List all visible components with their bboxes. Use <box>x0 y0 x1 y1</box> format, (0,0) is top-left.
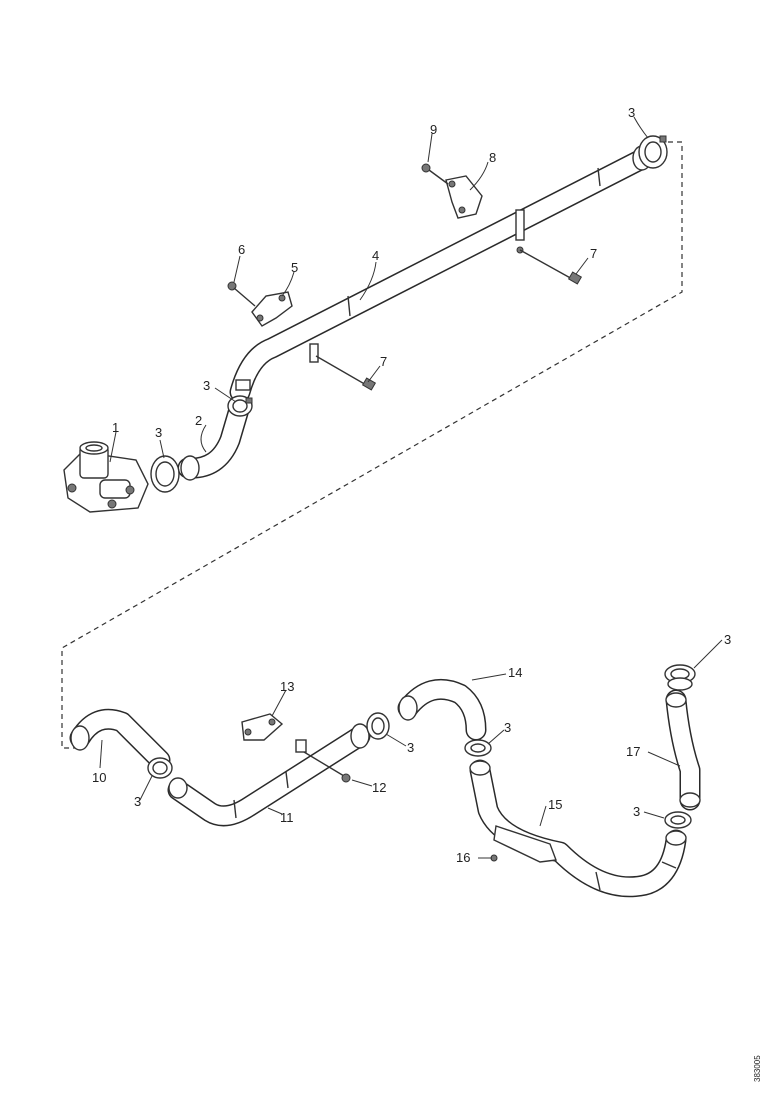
callout-3: 3 <box>407 740 414 755</box>
clip-7 <box>309 343 377 391</box>
hose-clamp <box>150 455 180 493</box>
callout-3: 3 <box>203 378 210 393</box>
callout-7: 7 <box>380 354 387 369</box>
callout-labels: 1 3 2 3 4 5 6 7 7 8 9 3 10 3 11 12 13 3 … <box>92 105 731 865</box>
hose-clamp <box>366 712 390 740</box>
callout-3: 3 <box>155 425 162 440</box>
callout-6: 6 <box>238 242 245 257</box>
leader-lines <box>99 116 723 859</box>
callout-4: 4 <box>372 248 379 263</box>
thermostat-housing <box>63 441 149 513</box>
callout-14: 14 <box>508 665 522 680</box>
pipe-11 <box>167 723 371 827</box>
hose-clamp <box>638 135 668 169</box>
callout-1: 1 <box>112 420 119 435</box>
reference-code: 383005 <box>753 1055 762 1082</box>
clip-7 <box>515 209 583 285</box>
bolt-6 <box>227 281 256 307</box>
callout-3: 3 <box>134 794 141 809</box>
callout-2: 2 <box>195 413 202 428</box>
callout-3: 3 <box>724 632 731 647</box>
hose-14 <box>397 678 487 741</box>
callout-8: 8 <box>489 150 496 165</box>
bracket-5 <box>251 291 293 327</box>
callout-17: 17 <box>626 744 640 759</box>
bolt-9 <box>421 163 449 185</box>
hose-clamp <box>147 757 173 779</box>
hose-17 <box>665 689 701 811</box>
hose-clamp <box>464 739 492 757</box>
callout-10: 10 <box>92 770 106 785</box>
clip-upper-small <box>235 379 251 391</box>
hose-clamp <box>664 811 692 829</box>
bracket-13 <box>241 713 284 741</box>
callout-11: 11 <box>280 810 294 825</box>
callout-3: 3 <box>633 804 640 819</box>
pipe-15 <box>469 759 687 898</box>
connector-dashed-line <box>61 141 683 749</box>
callout-3: 3 <box>504 720 511 735</box>
callout-15: 15 <box>548 797 562 812</box>
callout-16: 16 <box>456 850 470 865</box>
callout-5: 5 <box>291 260 298 275</box>
callout-13: 13 <box>280 679 294 694</box>
callout-9: 9 <box>430 122 437 137</box>
hose-2 <box>177 395 251 481</box>
callout-3: 3 <box>628 105 635 120</box>
clip-12 <box>295 739 351 783</box>
hose-10 <box>69 708 171 771</box>
callout-12: 12 <box>372 780 386 795</box>
hose-clamp <box>664 664 696 691</box>
callout-7: 7 <box>590 246 597 261</box>
